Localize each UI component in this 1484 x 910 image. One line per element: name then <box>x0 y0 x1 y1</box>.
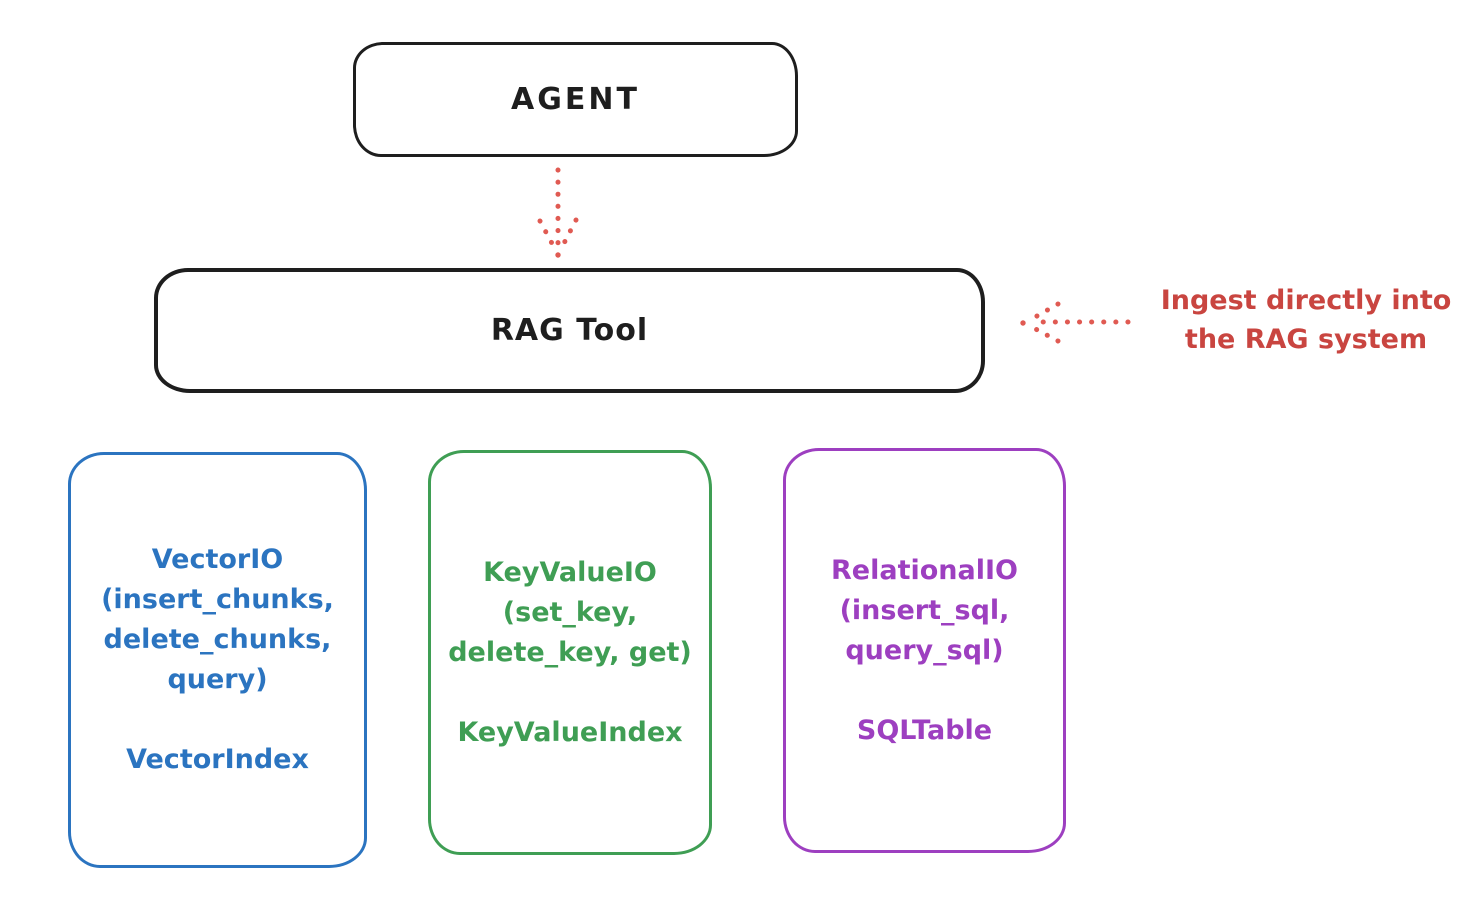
relational-io-node: RelationalIO (insert_sql, query_sql) SQL… <box>783 448 1066 853</box>
sql-table-label: SQLTable <box>856 715 993 746</box>
io-box-line: delete_chunks, <box>103 624 332 655</box>
io-box-line: query) <box>167 664 268 695</box>
rag-tool-label: RAG Tool <box>490 313 649 348</box>
arrow-tip-dot <box>1020 320 1026 326</box>
vector-io-node: VectorIO (insert_chunks, delete_chunks, … <box>68 452 367 868</box>
annotation-line: the RAG system <box>1184 324 1428 355</box>
arrowhead-top-wing <box>1027 301 1061 323</box>
ingest-annotation: Ingest directly into the RAG system <box>1128 281 1484 359</box>
io-box-line: query_sql) <box>845 635 1004 666</box>
io-box-line: (set_key, <box>502 597 638 628</box>
keyvalue-index-label: KeyValueIndex <box>457 717 683 748</box>
agent-label: AGENT <box>511 82 640 117</box>
vector-index-label: VectorIndex <box>126 744 309 775</box>
agent-node: AGENT <box>353 42 798 157</box>
arrowhead-bottom-wing <box>1027 323 1061 344</box>
io-box-line: KeyValueIO <box>483 557 657 588</box>
arrowhead-left-wing <box>537 218 558 252</box>
keyvalue-io-node: KeyValueIO (set_key, delete_key, get) Ke… <box>428 450 712 855</box>
rag-tool-node: RAG Tool <box>154 268 985 393</box>
io-box-line: VectorIO <box>151 544 284 575</box>
io-box-line: (insert_chunks, <box>101 584 334 615</box>
io-box-line: (insert_sql, <box>839 595 1010 626</box>
arrow-tip-dot <box>555 252 561 258</box>
agent-to-rag-dotted-arrow <box>537 167 579 258</box>
ingest-annotation-dotted-arrow <box>1020 301 1131 344</box>
io-box-line: delete_key, get) <box>448 637 692 668</box>
arrowhead-right-wing <box>558 217 579 252</box>
io-box-line: RelationalIO <box>831 555 1018 586</box>
annotation-line: Ingest directly into <box>1160 285 1452 316</box>
